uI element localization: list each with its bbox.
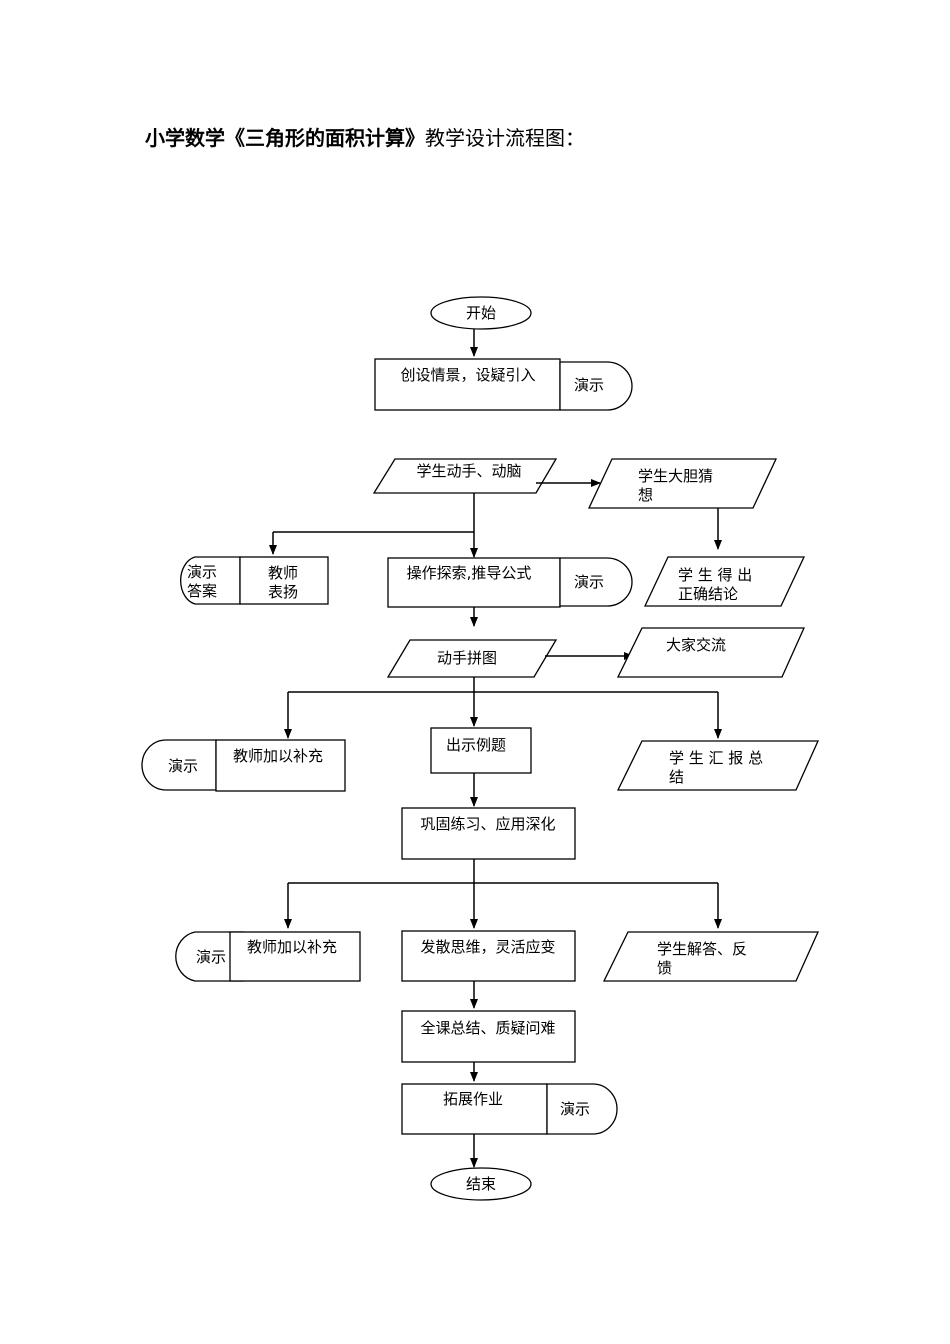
supp-1-process <box>215 739 346 792</box>
report-label-2: 结 <box>669 768 684 786</box>
report-io <box>616 740 820 791</box>
explore-label: 操作探索,推导公式 <box>407 564 532 582</box>
supp-2-label: 教师加以补充 <box>247 938 337 956</box>
homework-demo-display <box>546 1083 618 1135</box>
hands-on-label: 学生动手、动脑 <box>416 462 521 480</box>
answer-label-1: 学生解答、反 <box>657 940 747 958</box>
diverge-process <box>401 930 576 982</box>
demo-answer-label-1: 演示 <box>187 563 217 581</box>
praise-label-2: 表扬 <box>268 583 298 601</box>
supp-demo-2-display <box>175 931 244 982</box>
supp-demo-1-display <box>141 739 217 791</box>
answer-io <box>602 931 820 982</box>
conclude-label-2: 正确结论 <box>678 585 738 603</box>
guess-label-2: 想 <box>638 486 653 504</box>
supp-demo-1-label: 演示 <box>168 757 198 775</box>
summary-label: 全课总结、质疑问难 <box>420 1019 555 1037</box>
practice-process <box>401 807 576 860</box>
answer-label-2: 馈 <box>657 959 672 977</box>
summary-process <box>401 1010 576 1063</box>
start-label: 开始 <box>466 304 496 322</box>
page-title: 小学数学《三角形的面积计算》教学设计流程图： <box>145 122 585 151</box>
explore-demo-display <box>559 557 633 607</box>
start-terminal <box>430 296 532 330</box>
report-label-1: 学 生 汇 报 总 <box>669 749 763 767</box>
explore-demo-label: 演示 <box>574 573 604 591</box>
title-bold: 小学数学《三角形的面积计算》 <box>145 126 425 150</box>
guess-io <box>587 458 778 509</box>
puzzle-io <box>386 639 558 678</box>
exchange-label: 大家交流 <box>666 636 726 654</box>
title-regular: 教学设计流程图： <box>425 126 585 150</box>
guess-label-1: 学生大胆猜 <box>638 467 713 485</box>
supp-demo-2-label: 演示 <box>196 948 226 966</box>
praise-process <box>239 556 329 605</box>
diverge-label: 发散思维，灵活应变 <box>420 938 555 956</box>
end-terminal <box>430 1167 532 1201</box>
hands-on-io <box>372 458 558 494</box>
intro-demo-label: 演示 <box>574 376 604 394</box>
praise-label-1: 教师 <box>268 564 298 582</box>
intro-label: 创设情景，设疑引入 <box>400 366 535 384</box>
conclude-label-1: 学 生 得 出 <box>678 566 752 584</box>
example-label: 出示例题 <box>446 736 506 754</box>
supp-1-label: 教师加以补充 <box>233 747 323 765</box>
puzzle-label: 动手拼图 <box>437 649 497 667</box>
homework-demo-label: 演示 <box>560 1100 590 1118</box>
demo-answer-display <box>180 556 241 605</box>
example-process <box>430 727 532 774</box>
conclude-io <box>643 556 806 607</box>
end-label: 结束 <box>466 1175 496 1193</box>
demo-answer-label-2: 答案 <box>187 582 217 600</box>
exchange-io <box>616 627 806 678</box>
intro-demo-display <box>559 361 633 411</box>
homework-label: 拓展作业 <box>443 1090 503 1108</box>
practice-label: 巩固练习、应用深化 <box>420 815 555 833</box>
supp-2-process <box>229 931 361 982</box>
